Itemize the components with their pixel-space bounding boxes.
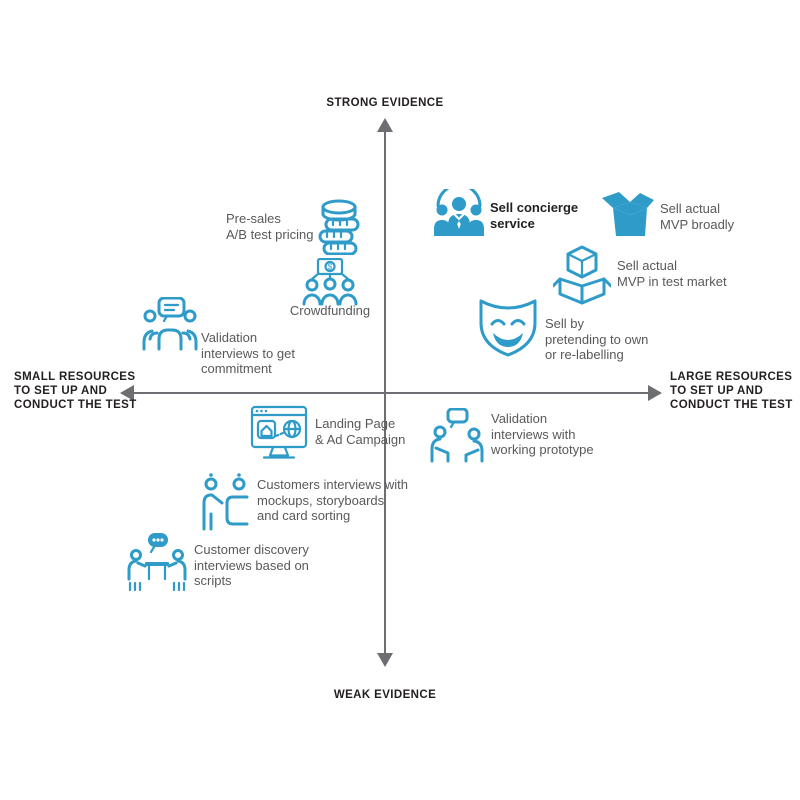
arrow-down-icon bbox=[377, 653, 393, 667]
prototype-interview-icon bbox=[430, 408, 484, 463]
item-label-validation-commitment: Validation interviews to get commitment bbox=[201, 330, 295, 376]
item-label-concierge: Sell concierge service bbox=[490, 200, 579, 231]
landing-page-icon bbox=[250, 405, 308, 459]
item-label-pretend-sell: Sell by pretending to own or re-labellin… bbox=[545, 316, 649, 362]
item-label-crowdfunding: Crowdfunding bbox=[289, 303, 371, 318]
mockup-interview-icon bbox=[202, 473, 249, 531]
arrow-left-icon bbox=[120, 385, 134, 401]
axis-label-strong-evidence: STRONG EVIDENCE bbox=[326, 97, 444, 109]
item-label-mockup-interviews: Customers interviews with mockups, story… bbox=[257, 477, 408, 523]
horizontal-axis-line bbox=[134, 392, 648, 394]
axis-label-weak-evidence: WEAK EVIDENCE bbox=[333, 689, 437, 701]
svg-text:$: $ bbox=[328, 263, 333, 272]
scripted-interview-icon bbox=[127, 533, 187, 591]
box-cube-icon bbox=[553, 245, 611, 305]
axis-label-large-resources: LARGE RESOURCES TO SET UP AND CONDUCT TH… bbox=[670, 371, 793, 411]
crowdfunding-icon: $ bbox=[302, 258, 358, 306]
item-label-mvp-test-market: Sell actual MVP in test market bbox=[617, 258, 727, 289]
concierge-people-icon bbox=[434, 189, 484, 236]
item-label-discovery-interviews: Customer discovery interviews based on s… bbox=[194, 542, 309, 588]
group-speech-icon bbox=[142, 297, 198, 351]
arrow-up-icon bbox=[377, 118, 393, 132]
item-label-landing-page: Landing Page & Ad Campaign bbox=[315, 416, 406, 447]
axis-label-small-resources: SMALL RESOURCES TO SET UP AND CONDUCT TH… bbox=[14, 371, 137, 411]
theater-mask-icon bbox=[479, 299, 537, 357]
item-label-mvp-broadly: Sell actual MVP broadly bbox=[660, 201, 735, 232]
coins-icon bbox=[318, 199, 360, 255]
item-label-validation-prototype: Validation interviews with working proto… bbox=[491, 411, 594, 457]
open-box-icon bbox=[602, 192, 654, 236]
item-label-presales: Pre-sales A/B test pricing bbox=[226, 211, 314, 242]
arrow-right-icon bbox=[648, 385, 662, 401]
